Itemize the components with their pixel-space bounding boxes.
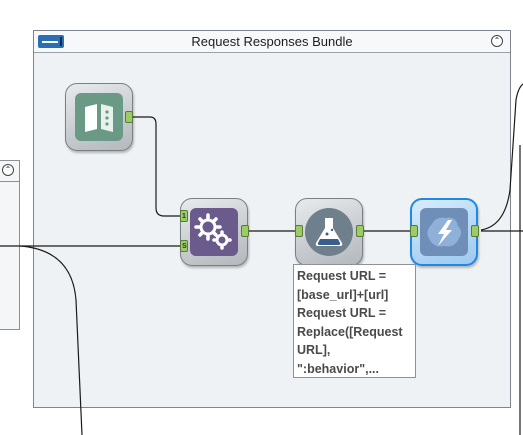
- macro-input-anchor-2[interactable]: [180, 240, 188, 252]
- input-tool[interactable]: [65, 83, 133, 151]
- annotation-line: ":behavior",...: [297, 361, 380, 376]
- macro-tool[interactable]: [180, 198, 248, 266]
- macro-input-anchor-1-label: 1: [182, 213, 186, 220]
- container-toggle-icon[interactable]: [38, 35, 64, 48]
- formula-tool[interactable]: [295, 198, 363, 266]
- wire-branch-down[interactable]: [19, 245, 83, 435]
- annotation-line: Replace([Request: [297, 324, 403, 339]
- left-container-collapse-icon[interactable]: ⌃: [2, 164, 14, 176]
- formula-output-anchor[interactable]: [356, 225, 364, 237]
- input-output-anchor[interactable]: [125, 111, 133, 123]
- annotation-line: [base_url]+[url]: [297, 287, 389, 302]
- macro-input-anchor-1[interactable]: [180, 210, 188, 222]
- formula-annotation[interactable]: Request URL = [base_url]+[url] Request U…: [293, 264, 416, 378]
- download-output-anchor[interactable]: [471, 225, 479, 237]
- lightning-icon: [420, 208, 468, 256]
- wire-up-right[interactable]: [480, 83, 523, 231]
- tool-container[interactable]: Request Responses Bundle: [33, 30, 511, 408]
- annotation-line: Request URL =: [297, 269, 387, 283]
- annotation-line: Request URL =: [297, 306, 387, 320]
- book-icon: [75, 93, 123, 141]
- annotation-line: URL],: [297, 343, 331, 357]
- wire-input-to-macro[interactable]: [133, 116, 180, 217]
- download-tool[interactable]: [410, 198, 478, 266]
- gears-icon: [190, 208, 238, 256]
- container-header[interactable]: Request Responses Bundle: [34, 31, 510, 53]
- container-collapse-icon[interactable]: ⌃: [491, 35, 503, 47]
- macro-output-anchor[interactable]: [241, 225, 249, 237]
- download-input-anchor[interactable]: [410, 225, 418, 237]
- container-title: Request Responses Bundle: [191, 34, 353, 49]
- macro-input-anchor-2-label: S: [182, 243, 187, 250]
- flask-icon: [305, 208, 353, 256]
- formula-input-anchor[interactable]: [295, 225, 303, 237]
